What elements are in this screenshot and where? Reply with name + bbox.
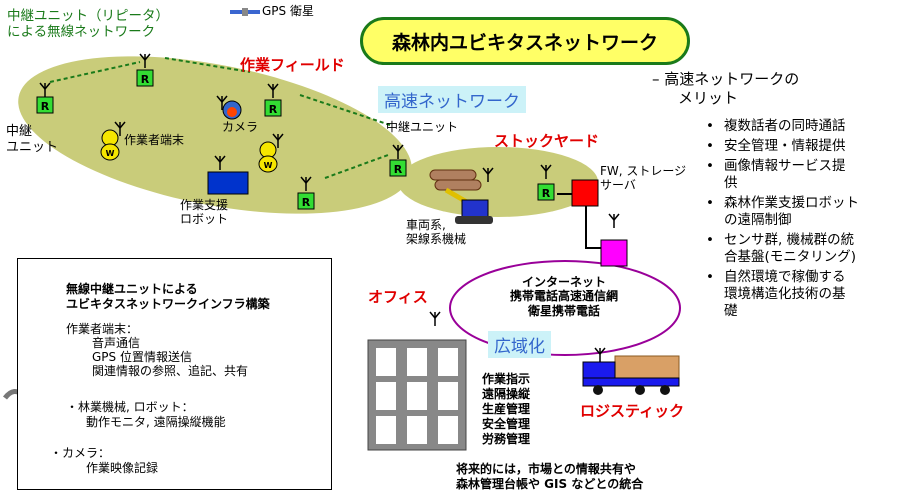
diagram-title: 森林内ユビキタスネットワーク [360,17,690,65]
wide-area-label: 広域化 [488,331,551,358]
stockyard-label: ストックヤード [494,132,600,150]
svg-text:R: R [302,196,311,209]
robot-label: 作業支援ロボット [180,198,229,227]
svg-text:W: W [264,161,273,170]
worker-terminal-icon: W [258,133,284,173]
gps-satellite-label: GPS 衛星 [262,4,314,18]
camera-icon [216,95,242,120]
merit-item: センサ群, 機械群の統 合基盤(モニタリング) [700,232,900,266]
repeater-network-label: 中継ユニット（リピータ）による無線ネットワーク [7,8,169,41]
worker-terminal-icon: W [100,121,126,161]
logistics-label: ロジスティック [580,402,685,420]
legend-infra-text: 無線中継ユニットによるユビキタスネットワークインフラ構築 [66,282,270,311]
relay-unit-icon: R [389,144,407,177]
svg-text:R: R [542,187,551,200]
merits-list: 複数話者の同時通話 安全管理・情報提供 画像情報サービス提 供 森林作業支援ロボ… [700,118,900,323]
svg-text:R: R [394,163,403,176]
legend-machine-text: ・林業機械, ロボット： 動作モニタ, 遠隔操縦機能 [66,400,226,429]
relay-unit-left-label: 中継ユニット [6,124,59,155]
svg-text:W: W [106,149,115,158]
svg-text:R: R [141,73,150,86]
relay-unit-icon: R [264,83,282,117]
worker-terminal-label: 作業者端末 [124,133,185,147]
vehicles-label: 車両系,架線系機械 [406,218,467,247]
wireless-links [49,57,391,179]
wired-links [557,193,601,249]
relay-unit-icon: R [297,176,315,210]
gps-satellite-icon [230,8,260,16]
merit-item: 自然環境で稼働する 環境構造化技術の基 礎 [700,269,900,320]
relay-unit-center-label: 中継ユニット [386,120,459,134]
fw-storage-label: FW, ストレージサーバ [600,164,687,193]
work-field-label: 作業フィールド [240,56,345,74]
relay-unit-icon: R [36,82,54,114]
office-tasks-list: 作業指示遠隔操縦生産管理安全管理労務管理 [482,372,531,446]
merit-item: 安全管理・情報提供 [700,138,900,155]
stockyard-ellipse [398,147,598,217]
logistics-truck-icon [582,347,680,395]
office-label: オフィス [368,288,428,306]
future-note: 将来的には，市場との情報共有や森林管理台帳や GIS などとの統合 [456,462,644,491]
office-building-icon [367,311,467,451]
svg-text:R: R [269,103,278,116]
camera-label: カメラ [222,120,259,134]
relay-unit-icon: R [136,53,154,87]
forestry-machine-icon [429,167,494,224]
merit-item: 森林作業支援ロボット の遠隔制御 [700,195,900,229]
merit-item: 画像情報サービス提 供 [700,158,900,192]
svg-text:R: R [41,100,50,113]
fw-storage-server-icon [571,179,599,207]
legend-terminal-text: 作業者端末： 音声通信 GPS 位置情報送信 関連情報の参照、追記、共有 [66,322,249,378]
merit-item: 複数話者の同時通話 [700,118,900,135]
legend-box [17,258,332,490]
internet-label: インターネット携帯電話高速通信網衛星携帯電話 [510,275,619,318]
robot-icon [207,155,249,195]
router-icon [600,213,628,267]
merits-heading: – 高速ネットワークのメリット [652,70,800,107]
high-speed-network-label: 高速ネットワーク [378,86,526,113]
work-field-ellipse [18,56,412,214]
legend-camera-text: ・カメラ： 作業映像記録 [50,446,159,475]
relay-unit-icon: R [537,164,555,201]
